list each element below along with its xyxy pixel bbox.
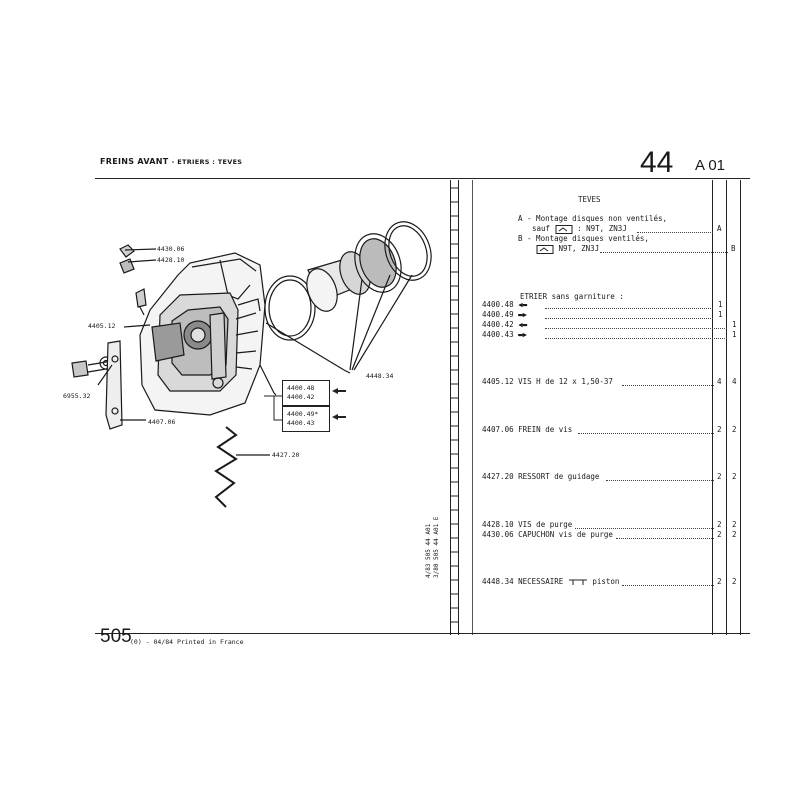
group-number: 44 — [640, 146, 674, 179]
qty-a: 2 — [717, 520, 722, 529]
column-rule — [712, 180, 713, 635]
part-desc: RESSORT de guidage — [518, 472, 600, 481]
list-item: 4400.42 ◀▬ — [482, 320, 527, 329]
part-ref: 4405.12 — [482, 377, 514, 386]
part-ref: 4400.42 — [482, 320, 514, 329]
right-side-arrow-icon: ▬▶ — [518, 310, 528, 319]
qty-b: 2 — [732, 520, 737, 529]
callout-4400-42: 4400.42 — [287, 393, 315, 401]
qty-b: 2 — [732, 425, 737, 434]
side-reference-2: 3/80 505 44 A01 E — [433, 516, 440, 578]
qty-b: 1 — [732, 320, 737, 329]
callout-4448-34: 4448.34 — [366, 372, 394, 380]
callout-4400-43: 4400.43 — [287, 419, 315, 427]
qty-a: 2 — [717, 425, 722, 434]
qty-b: 2 — [732, 577, 737, 586]
side-reference-1: 4/83 505 44 A01 — [425, 523, 432, 578]
symbol-box-icon — [536, 244, 554, 254]
footer-rule — [95, 633, 750, 634]
callout-4400-48: 4400.48 — [287, 384, 315, 392]
note-a-line1: A - Montage disques non ventilés, — [518, 214, 668, 223]
symbol-box-icon — [555, 224, 573, 234]
part-desc: VIS de purge — [518, 520, 573, 529]
callout-4428-10: 4428.10 — [157, 256, 185, 264]
qty-a: 2 — [717, 577, 722, 586]
qty-a: 4 — [717, 377, 722, 386]
column-rule — [740, 180, 741, 635]
column-rule — [472, 180, 473, 635]
header-rule — [95, 178, 750, 179]
part-ref: 4430.06 — [482, 530, 514, 539]
column-rule — [726, 180, 727, 635]
part-ref: 4407.06 — [482, 425, 514, 434]
note-a-models: : N9T, ZN3J — [577, 224, 627, 233]
list-item: 4400.43 ▬▶ — [482, 330, 527, 339]
part-ref: 4448.34 — [482, 577, 514, 586]
left-side-arrow-icon: ◀▬ — [518, 320, 528, 329]
note-code-a: A — [717, 224, 722, 233]
callout-4407-06: 4407.06 — [148, 418, 176, 426]
subgroup-code: A 01 — [695, 157, 726, 174]
caliper-refs-box-2: 4400.49* 4400.43 — [282, 406, 330, 432]
section-title-sub: - ETRIERS : TEVES — [171, 158, 243, 166]
qty-b: 2 — [732, 472, 737, 481]
list-item: 4407.06 FREIN de vis — [482, 425, 572, 434]
part-ref: 4427.20 — [482, 472, 514, 481]
section-title: FREINS AVANT - ETRIERS : TEVES — [100, 157, 242, 166]
part-ref: 4428.10 — [482, 520, 514, 529]
bracket-symbol-icon — [568, 579, 587, 585]
note-a-line2: sauf : N9T, ZN3J — [532, 224, 627, 234]
edition-note: (0) - 04/84 Printed in France — [130, 638, 244, 646]
right-side-arrow-icon: ▬▶ — [518, 330, 528, 339]
part-ref: 4400.48 — [482, 300, 514, 309]
column-rule — [450, 180, 451, 635]
list-item: 4400.48 ◀▬ — [482, 300, 527, 309]
etrier-heading: ETRIER sans garniture : — [520, 292, 624, 301]
note-b-line2: N9T, ZN3J — [536, 244, 599, 254]
part-desc: FREIN de vis — [518, 425, 573, 434]
list-item: 4400.49 ▬▶ — [482, 310, 527, 319]
part-desc: CAPUCHON vis de purge — [518, 530, 613, 539]
qty-a: 1 — [718, 310, 723, 319]
qty-b: 1 — [732, 330, 737, 339]
list-item: 4427.20 RESSORT de guidage — [482, 472, 599, 481]
note-code-b: B — [731, 244, 736, 253]
callout-4427-20: 4427.20 — [272, 451, 300, 459]
column-rule — [458, 180, 459, 635]
model-number: 505 — [100, 626, 132, 647]
part-desc: NECESSAIRE — [518, 577, 564, 586]
qty-b: 2 — [732, 530, 737, 539]
list-item: 4448.34 NECESSAIRE piston — [482, 577, 619, 586]
qty-b: 4 — [732, 377, 737, 386]
note-b-models: N9T, ZN3J — [558, 244, 600, 253]
list-item: 4405.12 VIS H de 12 x 1,50-37 — [482, 377, 613, 386]
qty-a: 2 — [717, 472, 722, 481]
box-leader-lines — [264, 395, 282, 421]
callout-4405-12: 4405.12 — [88, 322, 116, 330]
side-arrow-icons — [332, 388, 346, 420]
note-b-line1: B - Montage disques ventilés, — [518, 234, 649, 243]
part-ref: 4400.43 — [482, 330, 514, 339]
part-ref: 4400.49 — [482, 310, 514, 319]
note-a-sauf: sauf — [532, 224, 551, 233]
part-desc-2: piston — [592, 577, 620, 586]
qty-a: 1 — [718, 300, 723, 309]
list-item: 4428.10 VIS de purge — [482, 520, 572, 529]
callout-4430-06: 4430.06 — [157, 245, 185, 253]
manufacturer-heading: TEVES — [578, 195, 601, 204]
qty-a: 2 — [717, 530, 722, 539]
callout-4400-49: 4400.49* — [287, 410, 319, 418]
caliper-exploded-diagram — [71, 221, 432, 508]
list-item: 4430.06 CAPUCHON vis de purge — [482, 530, 613, 539]
callout-6955-32: 6955.32 — [63, 392, 91, 400]
part-desc: VIS H de 12 x 1,50-37 — [518, 377, 613, 386]
left-side-arrow-icon: ◀▬ — [518, 300, 528, 309]
index-ticks — [450, 187, 458, 623]
caliper-refs-box-1: 4400.48 4400.42 — [282, 380, 330, 406]
section-title-main: FREINS AVANT — [100, 157, 169, 166]
